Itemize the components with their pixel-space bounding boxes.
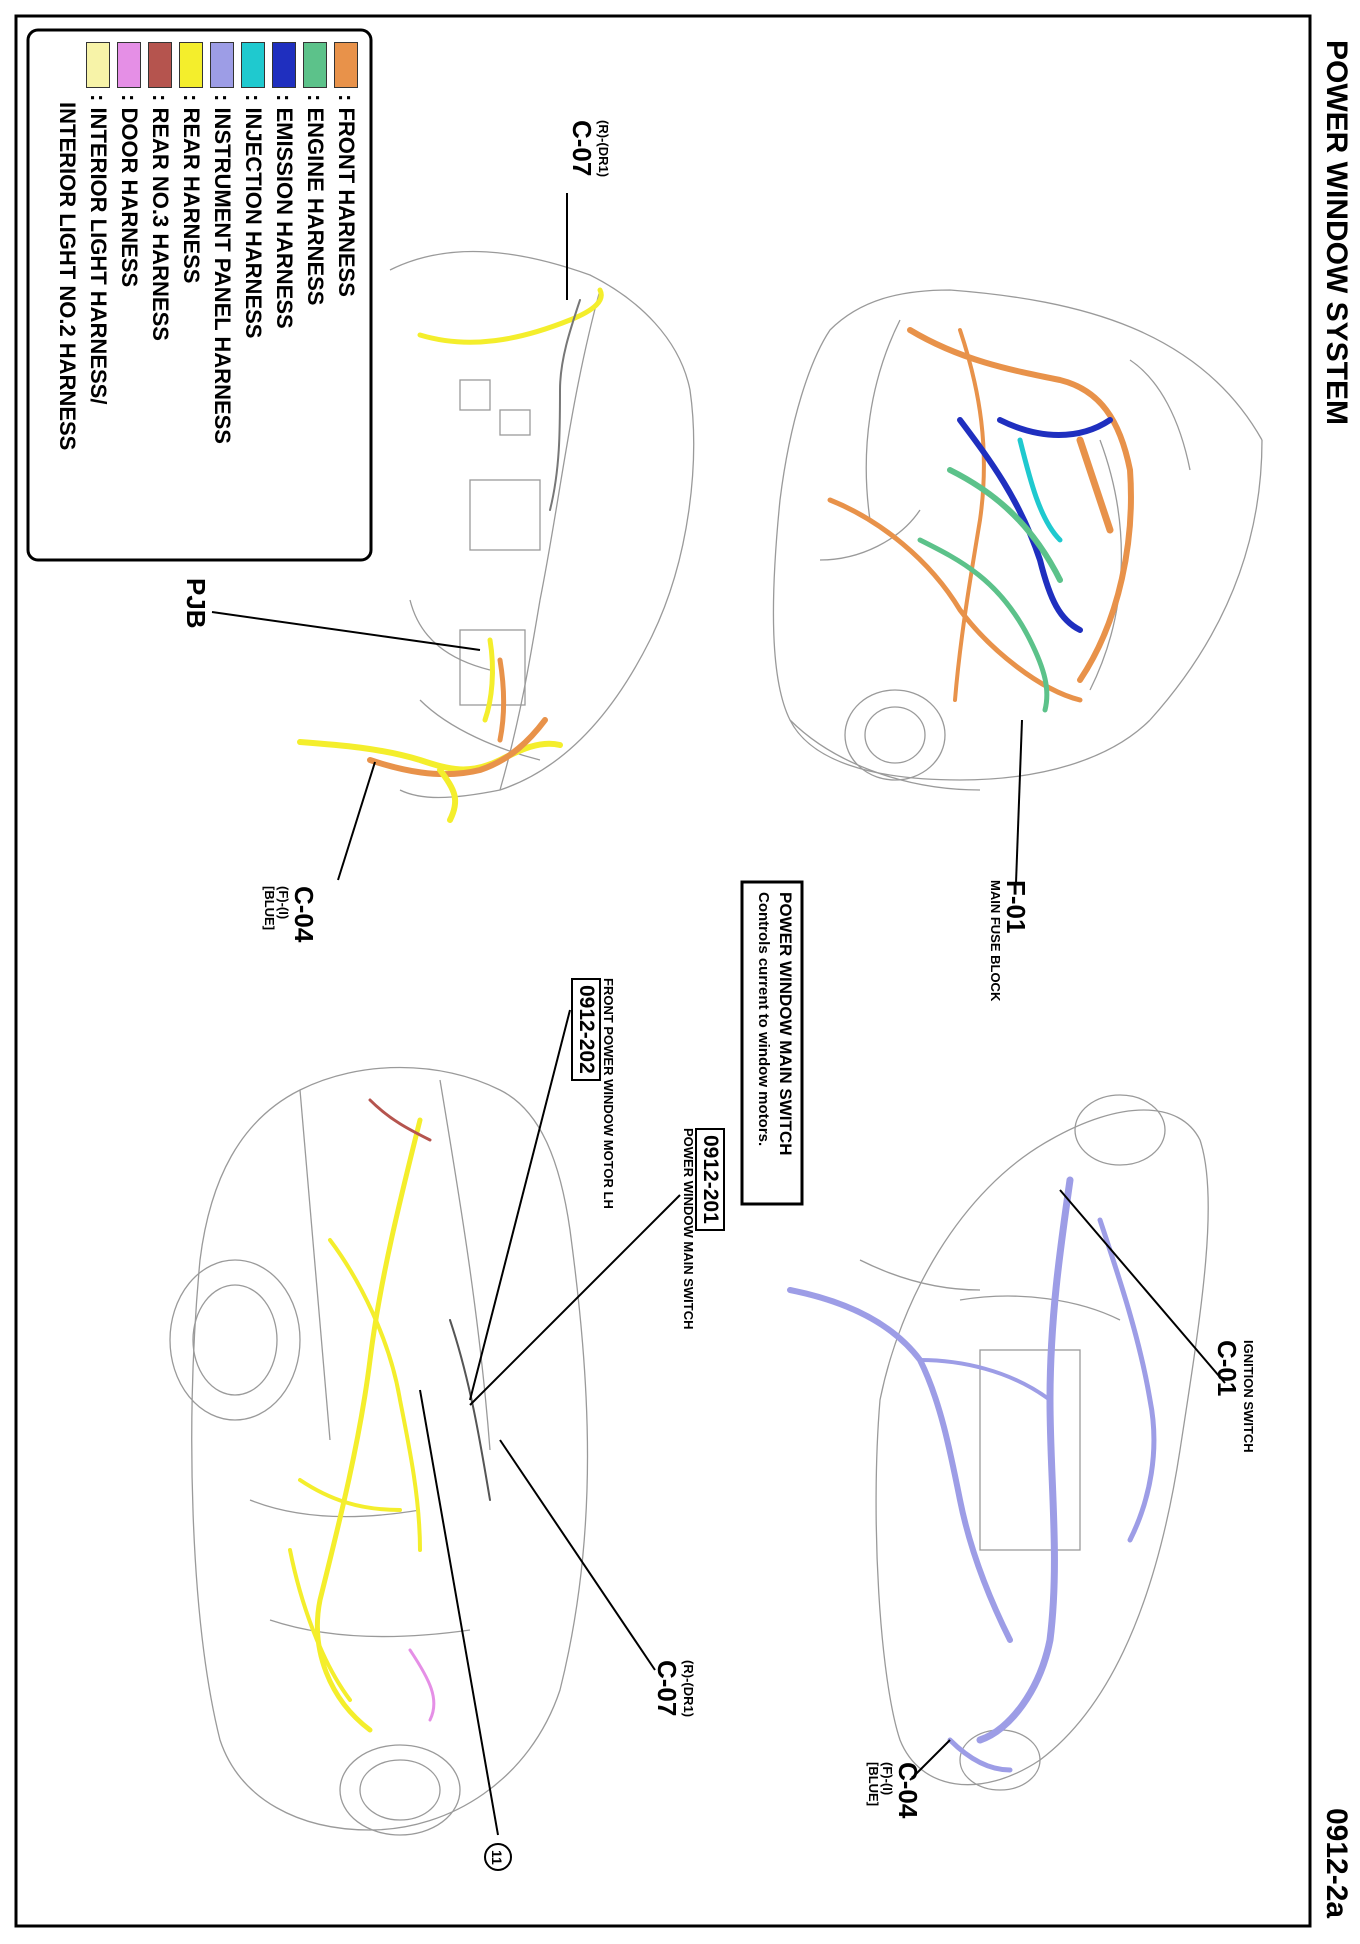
car-body-drawing (169, 1066, 589, 1836)
leader-c01 (1059, 1189, 1226, 1384)
legend-row: : INSTRUMENT PANEL HARNESS (207, 42, 238, 552)
car-body-harness (288, 1098, 491, 1733)
legend-label: : EMISSION HARNESS (272, 94, 297, 329)
legend-row: : REAR HARNESS (176, 42, 207, 552)
connector-pjb: PJB (181, 578, 211, 629)
leader-ref11 (419, 1389, 499, 1836)
leader-ref202 (469, 1009, 571, 1401)
c04-right-id: C-04 (893, 1762, 923, 1819)
f01-desc: MAIN FUSE BLOCK (988, 880, 1003, 1002)
main-switch-callout-box (740, 880, 804, 1206)
leader-pjb (211, 611, 481, 651)
legend-label: : INTERIOR LIGHT HARNESS/ (86, 94, 111, 405)
legend-swatch (86, 42, 111, 88)
c07-top-sub: (R)-(DR1) (596, 120, 611, 178)
ref-11-circle (484, 1843, 512, 1871)
door-pjb-harness (297, 287, 604, 823)
legend-label: : FRONT HARNESS (334, 94, 359, 297)
legend-swatch (210, 42, 235, 88)
main-switch-callout-text: Controls current to window motors. (755, 892, 772, 1147)
instrument-panel-drawing (859, 1094, 1209, 1791)
c01-id: C-01 (1212, 1340, 1242, 1397)
legend-row: : EMISSION HARNESS (269, 42, 300, 552)
c04-right-sub1: (F)-(I) (880, 1762, 895, 1796)
c04-right-sub2: [BLUE] (866, 1762, 881, 1807)
legend-label: : REAR HARNESS (179, 94, 204, 284)
legend-row-continued: INTERIOR LIGHT NO.2 HARNESS (52, 42, 83, 552)
ref-0912-201: 0912-201 POWER WINDOW MAIN SWITCH (681, 1128, 725, 1329)
ref-0912-202-code[interactable]: 0912-202 (571, 978, 601, 1081)
legend-row: : DOOR HARNESS (114, 42, 145, 552)
c07-top-id: C-07 (567, 120, 597, 177)
leader-c04-right (909, 1739, 951, 1781)
connector-c04-right: C-04 (F)-(I) [BLUE] (866, 1762, 923, 1819)
legend-row: : REAR NO.3 HARNESS (145, 42, 176, 552)
legend-swatch (148, 42, 173, 88)
ref-11-label: 11 (489, 1850, 505, 1865)
engine-bay-harness (827, 327, 1134, 713)
c01-desc: IGNITION SWITCH (1241, 1340, 1256, 1453)
c04-left-sub1: (F)-(I) (276, 886, 291, 920)
page-border (14, 14, 1312, 1928)
legend-label: : ENGINE HARNESS (303, 94, 328, 306)
c04-left-id: C-04 (289, 886, 319, 943)
legend-swatch (241, 42, 266, 88)
page-code: 0912-2a (1320, 1808, 1353, 1919)
leader-lines (211, 193, 1226, 1836)
c04-left-sub2: [BLUE] (262, 886, 277, 931)
page-title: POWER WINDOW SYSTEM (1320, 40, 1353, 425)
legend-panel (26, 28, 373, 562)
legend-label-continued: INTERIOR LIGHT NO.2 HARNESS (55, 102, 80, 451)
ref-0912-202-label: FRONT POWER WINDOW MOTOR LH (601, 978, 616, 1209)
legend-row: : INTERIOR LIGHT HARNESS/ (83, 42, 114, 552)
legend-swatch (117, 42, 142, 88)
legend-label: : DOOR HARNESS (117, 94, 142, 288)
legend-label: : INJECTION HARNESS (241, 94, 266, 339)
leader-ref201 (469, 1194, 681, 1406)
leader-f01 (1015, 719, 1023, 884)
legend-row: : FRONT HARNESS (331, 42, 362, 552)
door-pjb-drawing (389, 250, 695, 799)
connector-c07-bottom: (R)-(DR1) C-07 (652, 1660, 696, 1718)
ref-0912-201-label: POWER WINDOW MAIN SWITCH (681, 1128, 696, 1330)
legend-row: : ENGINE HARNESS (300, 42, 331, 552)
legend-swatch (272, 42, 297, 88)
legend-row: : INJECTION HARNESS (238, 42, 269, 552)
leader-c04-left (337, 761, 376, 881)
legend-swatch (303, 42, 328, 88)
ref-0912-202: FRONT POWER WINDOW MOTOR LH 0912-202 (571, 978, 616, 1209)
legend: : FRONT HARNESS: ENGINE HARNESS: EMISSIO… (52, 42, 362, 552)
main-switch-callout-title: POWER WINDOW MAIN SWITCH (776, 892, 795, 1156)
instrument-panel-harness (787, 1176, 1157, 1773)
f01-id: F-01 (1001, 880, 1031, 934)
connector-c01: IGNITION SWITCH C-01 (1212, 1340, 1256, 1453)
ref-0912-201-code[interactable]: 0912-201 (695, 1128, 725, 1231)
connector-f01: F-01 MAIN FUSE BLOCK (988, 880, 1031, 1002)
legend-swatch (334, 42, 359, 88)
c07-bottom-id: C-07 (652, 1660, 682, 1717)
connector-c07-top: (R)-(DR1) C-07 (567, 120, 611, 178)
connector-c04-left: C-04 (F)-(I) [BLUE] (262, 886, 319, 943)
leader-c07-bottom (499, 1439, 656, 1671)
legend-label: : INSTRUMENT PANEL HARNESS (210, 94, 235, 444)
legend-label: : REAR NO.3 HARNESS (148, 94, 173, 341)
c07-bottom-sub: (R)-(DR1) (681, 1660, 696, 1718)
engine-bay-drawing (772, 289, 1263, 791)
legend-swatch (179, 42, 204, 88)
main-switch-callout: POWER WINDOW MAIN SWITCH Controls curren… (752, 892, 796, 1155)
